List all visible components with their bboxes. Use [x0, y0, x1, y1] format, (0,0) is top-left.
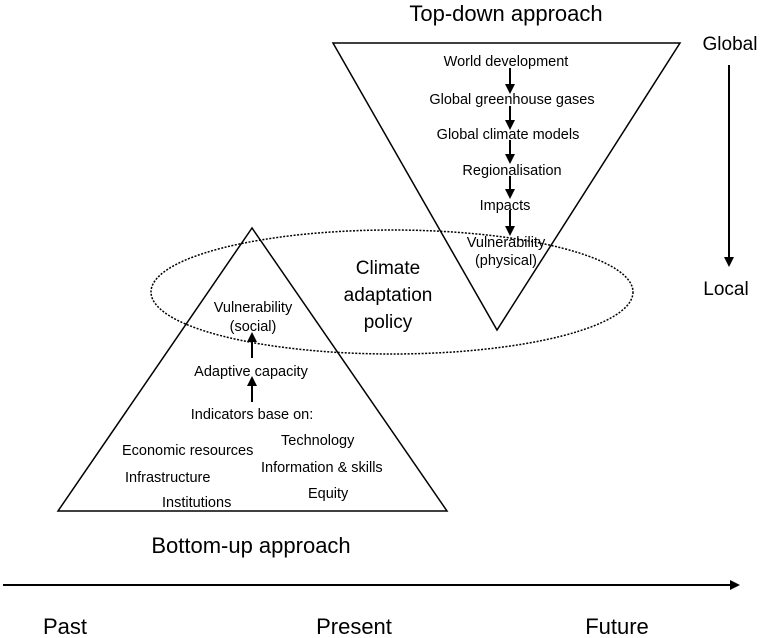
- step-physical: (physical): [475, 253, 537, 269]
- indicator-technology: Technology: [281, 433, 355, 449]
- timeline-past: Past: [43, 614, 87, 638]
- indicator-infrastructure: Infrastructure: [125, 470, 210, 486]
- step-vulnerability: Vulnerability: [467, 235, 546, 251]
- indicator-economic: Economic resources: [122, 443, 253, 459]
- indicator-information: Information & skills: [261, 460, 383, 476]
- timeline-future: Future: [585, 614, 649, 638]
- scale-local: Local: [703, 279, 748, 300]
- step-greenhouse-gases: Global greenhouse gases: [429, 92, 594, 108]
- scale-global: Global: [703, 34, 758, 55]
- step-climate-models: Global climate models: [437, 127, 580, 143]
- policy-line3: policy: [364, 312, 413, 333]
- policy-line2: adaptation: [344, 285, 433, 306]
- top-down-triangle: [331, 42, 682, 332]
- step-indicators: Indicators base on:: [191, 407, 314, 423]
- policy-ellipse: [150, 229, 634, 355]
- bottom-up-title: Bottom-up approach: [151, 533, 350, 558]
- step-impacts: Impacts: [480, 198, 531, 214]
- top-down-title: Top-down approach: [409, 1, 602, 26]
- indicator-institutions: Institutions: [162, 495, 231, 511]
- step-adaptive-capacity: Adaptive capacity: [194, 364, 308, 380]
- indicator-equity: Equity: [308, 486, 349, 502]
- step-regionalisation: Regionalisation: [462, 163, 561, 179]
- timeline-present: Present: [316, 614, 392, 638]
- policy-line1: Climate: [356, 258, 420, 279]
- step-vulnerability-social: Vulnerability: [214, 300, 293, 316]
- step-social: (social): [230, 319, 277, 335]
- step-world-development: World development: [444, 54, 569, 70]
- bottom-up-triangle: [56, 226, 449, 512]
